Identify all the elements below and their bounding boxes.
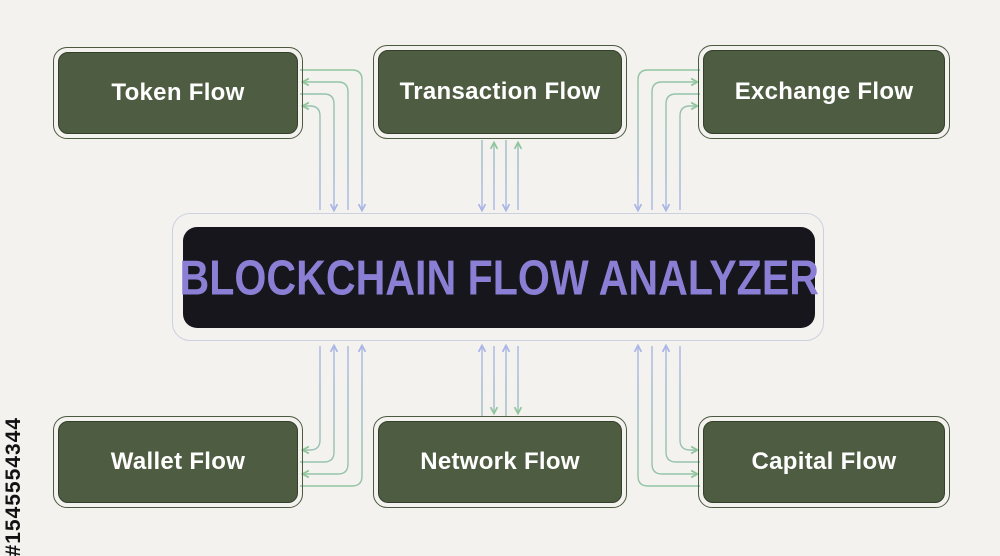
node-transaction-flow-label: Transaction Flow [399, 78, 601, 105]
connector-exchange-center [633, 69, 700, 213]
center-node-outline [172, 213, 824, 341]
connector-network-center [477, 343, 523, 416]
node-token-flow: Token Flow [53, 47, 303, 139]
center-node: BLOCKCHAIN FLOW ANALYZER [179, 227, 819, 328]
connector-wallet-center [300, 343, 367, 487]
connector-transaction-center [477, 140, 523, 213]
connector-capital-center [633, 343, 700, 487]
node-exchange-flow: Exchange Flow [698, 45, 950, 139]
node-exchange-flow-label: Exchange Flow [734, 78, 914, 105]
center-node-title: BLOCKCHAIN FLOW ANALYZER [179, 249, 819, 305]
node-wallet-flow: Wallet Flow [53, 416, 303, 508]
node-capital-flow-label: Capital Flow [751, 448, 897, 475]
node-capital-flow: Capital Flow [698, 416, 950, 508]
node-network-flow-label: Network Flow [420, 448, 580, 475]
node-wallet-flow-label: Wallet Flow [110, 448, 246, 475]
connector-token-center [300, 69, 367, 213]
node-network-flow: Network Flow [373, 416, 627, 508]
node-token-flow-label: Token Flow [111, 79, 245, 106]
node-transaction-flow: Transaction Flow [373, 45, 627, 139]
stock-watermark: #1545554344 [2, 416, 25, 556]
